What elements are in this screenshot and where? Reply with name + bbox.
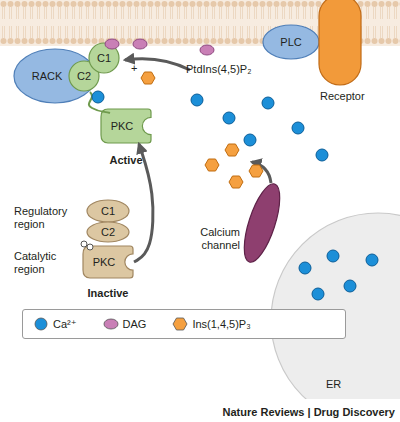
lipid-name: PtdIns(4,5)P₂ (186, 63, 251, 76)
dag-molecule (200, 45, 214, 55)
ip3-molecule (205, 159, 219, 171)
calcium-ion (223, 112, 235, 124)
ip3-molecule (141, 72, 155, 84)
calcium-ion (316, 149, 328, 161)
pkc-catalytic-outline (101, 109, 151, 143)
pkc-catalytic: PKCInactive (82, 245, 134, 279)
c2-domain-outline (87, 222, 129, 242)
ip3-molecule (225, 144, 239, 156)
calcium-ion (244, 134, 256, 146)
receptor-outline (319, 0, 361, 85)
node-label: C1 (86, 199, 130, 223)
node-label: PKC (82, 245, 134, 279)
dag-molecule (105, 39, 119, 49)
c1-domain-outline (89, 43, 119, 73)
receptor-shape (318, 0, 362, 86)
pseudosubstrate-bead (87, 244, 93, 250)
calcium-ion (327, 250, 339, 262)
c1-domain: C1 (86, 199, 130, 223)
edge-layer (134, 144, 153, 262)
legend-swatch-frame (172, 317, 188, 331)
node-label: ER (326, 378, 341, 391)
calcium-channel-outline (237, 180, 287, 266)
calcium-channel-shape (244, 180, 280, 266)
c1-domain: C1 (88, 42, 120, 74)
ip3-molecule (229, 176, 243, 188)
legend-entry: Ca²⁺ (33, 317, 77, 331)
activation-arrow (134, 144, 153, 262)
region-label: Catalytic region (14, 250, 76, 276)
legend-box: Ca²⁺ DAG Ins(1,4,5)P₃ (22, 309, 346, 339)
legend-label: Ca²⁺ (53, 318, 77, 331)
node-label: C1 (88, 42, 120, 74)
legend-swatch-frame (33, 317, 49, 331)
legend-entry: Ins(1,4,5)P₃ (172, 317, 250, 331)
pkc-catalytic: PKCActive (100, 108, 152, 144)
receptor: Receptor (318, 0, 362, 86)
pseudosubstrate-bead (81, 241, 87, 247)
state-label: Active (96, 154, 156, 167)
node-label: Calcium channel (186, 226, 240, 252)
legend-entry: DAG (103, 317, 147, 331)
legend-label: DAG (123, 318, 147, 330)
release-arrow (252, 162, 271, 183)
legend-label: Ins(1,4,5)P₃ (192, 318, 250, 330)
calcium-ion (366, 254, 378, 266)
calcium-ion (262, 97, 274, 109)
hinge-linker (89, 92, 110, 113)
calcium-ion (344, 280, 356, 292)
plus-sign: + (131, 62, 137, 75)
c1-domain-outline (87, 200, 129, 222)
pkc-catalytic-outline (83, 246, 133, 278)
dag-molecule (133, 39, 147, 49)
legend-swatch (104, 319, 118, 329)
state-label: Inactive (78, 287, 138, 300)
legend-swatch-frame (103, 317, 119, 331)
calcium-channel: Calcium channel (244, 180, 280, 266)
calcium-ion (299, 262, 311, 274)
calcium-ion (312, 288, 324, 300)
node-label: Receptor (320, 90, 365, 103)
region-label: Regulatory region (14, 205, 76, 231)
calcium-ion (92, 91, 104, 103)
calcium-ion (191, 94, 203, 106)
ip3-molecule (249, 165, 263, 177)
plc-enzyme: PLC (262, 24, 320, 60)
legend-swatch (173, 318, 187, 330)
node-label: C2 (86, 221, 130, 243)
plc-enzyme-outline (263, 25, 319, 59)
node-label: PKC (100, 108, 152, 144)
node-label: PLC (262, 24, 320, 60)
footer-band (0, 399, 400, 422)
source-credit: Nature Reviews | Drug Discovery (190, 406, 395, 419)
legend-swatch (35, 318, 47, 330)
calcium-ion (292, 122, 304, 134)
c2-domain: C2 (86, 221, 130, 243)
